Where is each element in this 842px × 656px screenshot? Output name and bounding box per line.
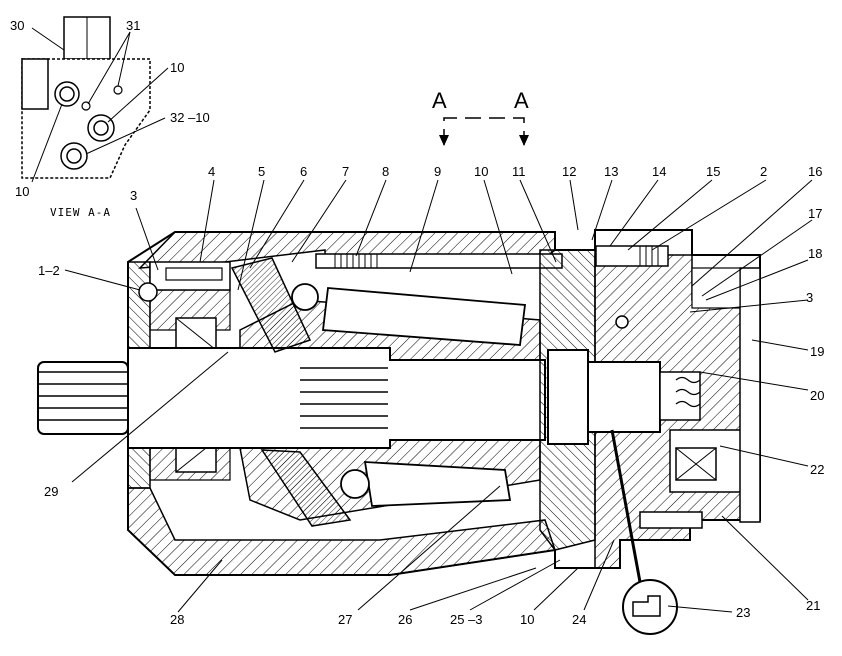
label-27: 27	[338, 612, 352, 627]
label-19: 19	[810, 344, 824, 359]
callout-labels: 1–2 3 4 5 6 7 8 9 10 11 12 13 14 15 2 16…	[38, 164, 824, 627]
label-11: 11	[512, 164, 526, 179]
label-16: 16	[808, 164, 822, 179]
label-24: 24	[572, 612, 586, 627]
section-letter-right: A	[514, 88, 529, 113]
label-22: 22	[810, 462, 824, 477]
view-caption: VIEW A-A	[50, 206, 111, 219]
label-9: 9	[434, 164, 441, 179]
label-26: 26	[398, 612, 412, 627]
section-letter-left: A	[432, 88, 447, 113]
label-14: 14	[652, 164, 666, 179]
label-3-left: 3	[130, 188, 137, 203]
label-10-bottom: 10	[520, 612, 534, 627]
label-18: 18	[808, 246, 822, 261]
view-label-31: 31	[126, 18, 140, 33]
view-label-10-top: 10	[170, 60, 184, 75]
label-2: 2	[760, 164, 767, 179]
label-6: 6	[300, 164, 307, 179]
label-8: 8	[382, 164, 389, 179]
label-7: 7	[342, 164, 349, 179]
label-12: 12	[562, 164, 576, 179]
label-20: 20	[810, 388, 824, 403]
label-10-top: 10	[474, 164, 488, 179]
section-marker: A A	[432, 88, 529, 146]
label-15: 15	[706, 164, 720, 179]
pump-housing	[37, 229, 761, 635]
label-4: 4	[208, 164, 215, 179]
label-21: 21	[806, 598, 820, 613]
label-17: 17	[808, 206, 822, 221]
label-5: 5	[258, 164, 265, 179]
view-label-32-10: 32 –10	[170, 110, 210, 125]
view-label-10-bottom: 10	[15, 184, 29, 199]
leader-lines	[64, 179, 813, 613]
label-28: 28	[170, 612, 184, 627]
view-label-30: 30	[10, 18, 24, 33]
label-3-right: 3	[806, 290, 813, 305]
view-a-a-inset: 30 31 10 32 –10 10 VIEW A-A	[10, 16, 210, 219]
label-13: 13	[604, 164, 618, 179]
label-1-2: 1–2	[38, 263, 60, 278]
label-29: 29	[44, 484, 58, 499]
label-25-3: 25 –3	[450, 612, 483, 627]
label-23: 23	[736, 605, 750, 620]
